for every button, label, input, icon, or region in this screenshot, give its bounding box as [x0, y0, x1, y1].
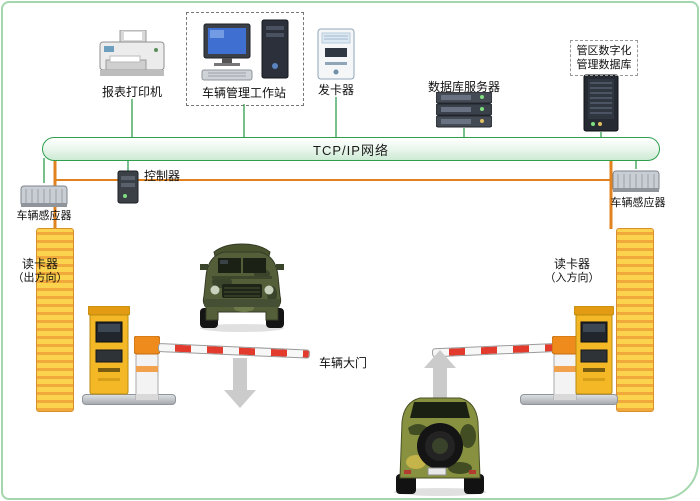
workstation-label: 车辆管理工作站: [201, 86, 286, 100]
exiting-vehicle-image: [200, 243, 284, 332]
card-issuer-label: 发卡器: [317, 83, 354, 97]
vehicle-sensor-left: [20, 183, 68, 214]
card-reader-exit-label: 读卡器 （出方向）: [8, 257, 72, 286]
tcpip-network-label: TCP/IP网络: [313, 142, 389, 158]
workstation-icon: [201, 19, 289, 81]
database-server-icon: [435, 91, 493, 128]
barrier-post-left: [133, 335, 161, 405]
card-reader-exit-label-line2: （出方向）: [12, 272, 68, 284]
printer-icon: [99, 29, 165, 76]
controller-label: 控制器: [144, 169, 181, 183]
district-db-label-box: 管区数字化 管理数据库: [570, 40, 638, 76]
vehicle-sensor-right-icon: [612, 170, 660, 192]
exit-direction-arrow: [224, 358, 256, 408]
controller-icon: [117, 170, 139, 204]
district-db-label-line1: 管区数字化: [576, 44, 632, 57]
entering-vehicle-image: [394, 397, 486, 496]
exiting-military-vehicle: [194, 236, 290, 337]
district-db-server-rack: [583, 74, 619, 137]
card-reader-kiosk-entry: [573, 305, 615, 401]
barrier-wall-left: [36, 228, 74, 412]
card-reader-kiosk-entry-icon: [573, 305, 615, 395]
barrier-wall-right: [616, 228, 654, 412]
card-reader-kiosk-exit: [87, 305, 131, 401]
vehicle-sensor-left-label: 车辆感应器: [16, 210, 72, 222]
entry-direction-arrow: [424, 350, 456, 400]
gate-base-left: [82, 394, 176, 405]
vehicle-sensor-left-icon: [20, 185, 68, 207]
database-server: [435, 91, 493, 133]
barrier-post-left-icon: [133, 335, 161, 401]
barrier-post-right: [551, 335, 579, 405]
card-issuer: [316, 28, 356, 85]
workstation-group-box: [186, 12, 304, 106]
report-printer: [96, 29, 168, 87]
server-rack-icon: [583, 74, 619, 132]
tcpip-network-bus: TCP/IP网络: [42, 137, 660, 161]
vehicle-sensor-right-label: 车辆感应器: [610, 197, 666, 209]
district-db-label-line2: 管理数据库: [576, 59, 632, 71]
vehicle-management-workstation: [196, 18, 294, 89]
card-reader-exit-label-line1: 读卡器: [21, 257, 58, 271]
card-reader-entry-label-line1: 读卡器: [553, 257, 590, 271]
db-server-label: 数据库服务器: [427, 80, 500, 94]
card-reader-entry-label-line2: （入方向）: [544, 272, 600, 284]
entering-military-vehicle: [388, 388, 492, 501]
card-issuer-icon: [317, 28, 355, 80]
card-reader-kiosk-exit-icon: [87, 305, 131, 395]
vehicle-gate-label: 车辆大门: [318, 356, 367, 370]
card-reader-entry-label: 读卡器 （入方向）: [540, 257, 604, 286]
green-network-cables: [43, 97, 637, 183]
controller: [117, 170, 139, 209]
vehicle-sensor-right: [612, 168, 660, 199]
report-printer-label: 报表打印机: [101, 85, 162, 99]
